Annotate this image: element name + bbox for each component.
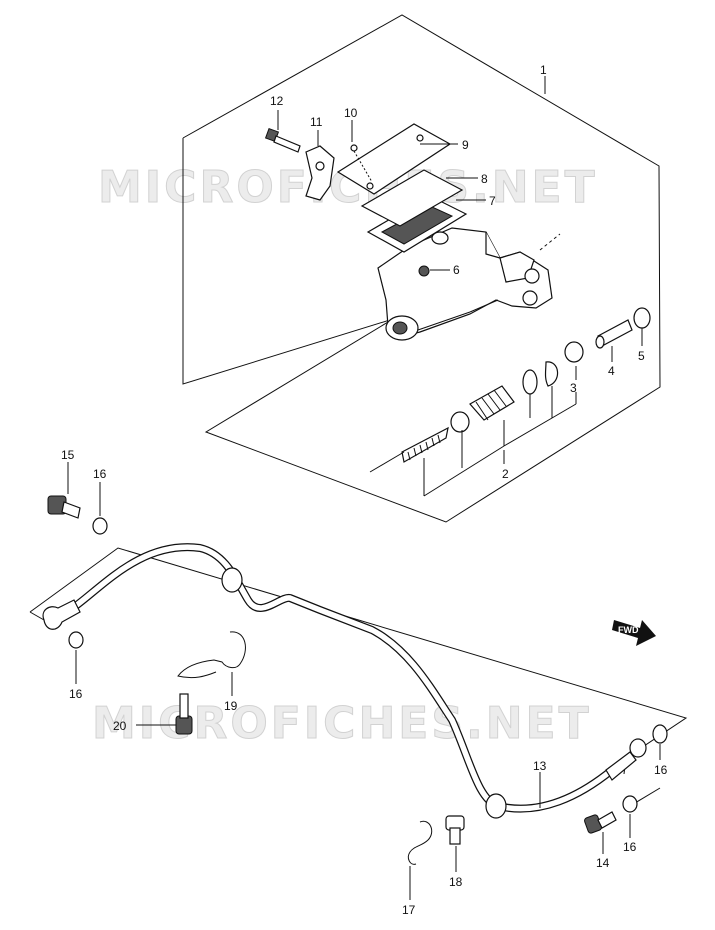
master-cylinder-body [377, 227, 561, 341]
push-rod [595, 319, 633, 349]
callout-17: 17 [402, 903, 416, 917]
callout-18: 18 [449, 875, 463, 889]
circlip [544, 361, 559, 387]
assembly-frame [182, 14, 661, 523]
callout-7: 7 [489, 194, 496, 208]
watermark-bottom: MICROFICHES.NET [92, 698, 592, 749]
reservoir-plate [360, 169, 464, 227]
washer-2 [68, 631, 84, 649]
callout-13: 13 [533, 759, 547, 773]
cap-screw [350, 144, 373, 183]
callout-2: 2 [502, 467, 509, 481]
union-bolt [47, 495, 81, 519]
clamp-bolt [264, 127, 301, 153]
piston-spring [401, 426, 449, 463]
callout-4: 4 [608, 364, 615, 378]
rod-joint [633, 307, 651, 329]
callout-5: 5 [638, 349, 645, 363]
callout-1: 1 [540, 63, 547, 77]
kit-bracket [369, 386, 577, 497]
callout-19: 19 [224, 699, 238, 713]
hose-clip [177, 631, 246, 679]
clutch-hose [42, 543, 647, 819]
callout-6: 6 [453, 263, 460, 277]
fitting-bolt [584, 811, 617, 834]
bracket-bolt [175, 693, 193, 735]
piston-cup [450, 411, 470, 433]
callout-12: 12 [270, 94, 284, 108]
washer-3 [652, 724, 668, 744]
callout-10: 10 [344, 106, 358, 120]
washer-1 [92, 517, 108, 535]
callout-11: 11 [310, 115, 323, 129]
callout-14: 14 [596, 856, 610, 870]
callout-20: 20 [113, 719, 127, 733]
clamp [305, 145, 335, 201]
washer-4 [622, 795, 638, 813]
forward-arrow-icon: FWD [612, 620, 656, 646]
fwd-label: FWD [618, 625, 639, 635]
callout-16-a: 16 [93, 467, 107, 481]
callout-3: 3 [570, 381, 577, 395]
line-clip [407, 820, 433, 865]
callout-16-d: 16 [623, 840, 637, 854]
body-nut [418, 265, 430, 277]
leader-lines [67, 76, 661, 900]
hose-frame-left-tick [29, 611, 45, 621]
callout-8: 8 [481, 172, 488, 186]
callout-16-c: 16 [654, 763, 668, 777]
callout-16-b: 16 [69, 687, 83, 701]
callout-15: 15 [61, 448, 75, 462]
piston-seal [522, 369, 538, 395]
hose-bolt [445, 815, 465, 845]
boot [564, 341, 584, 363]
piston [469, 385, 515, 421]
callout-9: 9 [462, 138, 469, 152]
